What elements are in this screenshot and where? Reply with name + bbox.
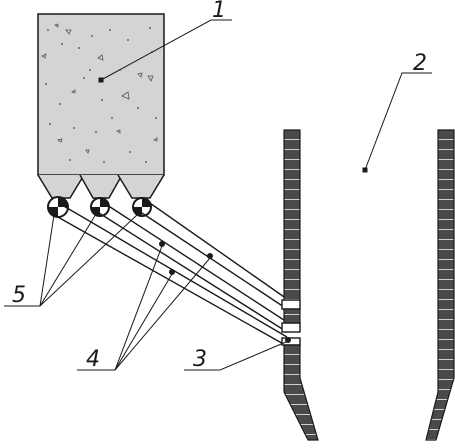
callout-label-3: 3 (193, 347, 207, 372)
leader-lines (4, 19, 432, 371)
furnace-wall-right (425, 129, 455, 441)
callout-label-4: 4 (86, 347, 100, 372)
furnace-wall-left (283, 129, 319, 441)
callout-labels: 1 2 3 4 5 (12, 0, 427, 372)
feed-pipes (55, 200, 301, 347)
pipe-top (141, 200, 288, 310)
callout-label-1: 1 (212, 0, 226, 23)
callout-label-5: 5 (12, 283, 26, 308)
callout-label-2: 2 (413, 51, 427, 76)
hopper (37, 13, 165, 199)
pipe-middle (98, 202, 288, 333)
rotary-feeder-3 (132, 197, 152, 217)
